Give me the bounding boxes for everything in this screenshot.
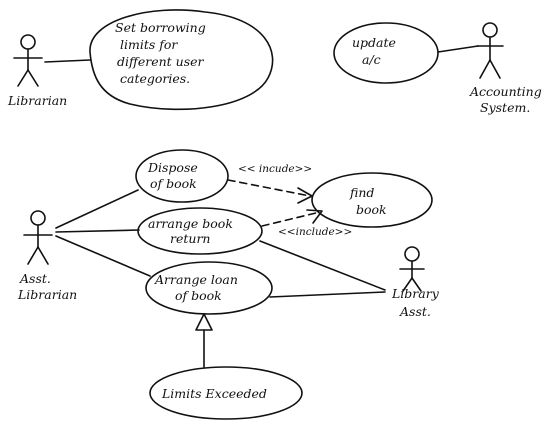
use-case-arrange-book-return: arrange book return	[137, 207, 263, 255]
actor-library-asst: Library Asst.	[391, 246, 440, 319]
stick-figure-icon	[476, 22, 504, 79]
use-case-label-line: of book	[150, 176, 197, 191]
include-label: <<include>>	[278, 226, 352, 238]
use-case-update-ac: update a/c	[333, 22, 439, 84]
use-case-label: Limits Exceeded	[161, 386, 267, 401]
use-case-limits-exceeded: Limits Exceeded	[149, 366, 303, 420]
association-line	[437, 45, 479, 53]
actor-asst-librarian: Asst. Librarian	[17, 210, 77, 302]
use-case-label-line: categories.	[120, 71, 190, 86]
use-case-label-line: book	[356, 202, 387, 217]
actor-label-asst-librarian-line1: Asst.	[19, 271, 51, 286]
stick-figure-icon	[399, 246, 425, 292]
association-line	[259, 240, 386, 291]
actor-label-librarian: Librarian	[7, 93, 67, 108]
use-case-dispose-of-book: Dispose of book	[135, 149, 229, 203]
association-line	[55, 229, 140, 233]
use-case-label-line: return	[170, 231, 210, 246]
use-case-label-line: Set borrowing	[115, 20, 206, 35]
association-line	[269, 291, 386, 298]
use-case-label-line: arrange book	[148, 216, 233, 231]
actor-label-library-asst-line2: Asst.	[399, 304, 431, 319]
actor-librarian: Librarian	[7, 34, 67, 108]
actor-label-accounting-line2: System.	[480, 100, 530, 115]
association-line	[55, 235, 151, 277]
use-case-label-line: different user	[117, 54, 205, 69]
use-case-label-line: update	[352, 35, 396, 50]
stick-figure-icon	[13, 34, 43, 87]
use-case-label-line: Arrange loan	[154, 272, 238, 287]
include-label: << incude>>	[238, 163, 312, 175]
stick-figure-icon	[23, 210, 53, 265]
actor-label-asst-librarian-line2: Librarian	[17, 287, 77, 302]
use-case-label-line: Dispose	[147, 160, 198, 175]
association-line	[55, 189, 139, 229]
use-case-label-line: find	[349, 185, 374, 200]
include-relation-return-find: <<include>>	[261, 209, 352, 238]
use-case-set-borrowing-limits: Set borrowing limits for different user …	[89, 9, 274, 111]
generalization-arrow	[195, 313, 213, 368]
actor-accounting-system: Accounting System.	[469, 22, 542, 115]
use-case-label-line: a/c	[362, 52, 381, 67]
include-relation-dispose-find: << incude>>	[227, 163, 313, 204]
association-line	[44, 59, 91, 63]
actor-label-accounting-line1: Accounting	[469, 84, 542, 99]
use-case-label-line: limits for	[120, 37, 178, 52]
use-case-find-book: find book	[311, 172, 433, 228]
use-case-arrange-loan-of-book: Arrange loan of book	[145, 261, 273, 315]
actor-label-library-asst-line1: Library	[391, 286, 440, 301]
use-case-label-line: of book	[175, 288, 222, 303]
